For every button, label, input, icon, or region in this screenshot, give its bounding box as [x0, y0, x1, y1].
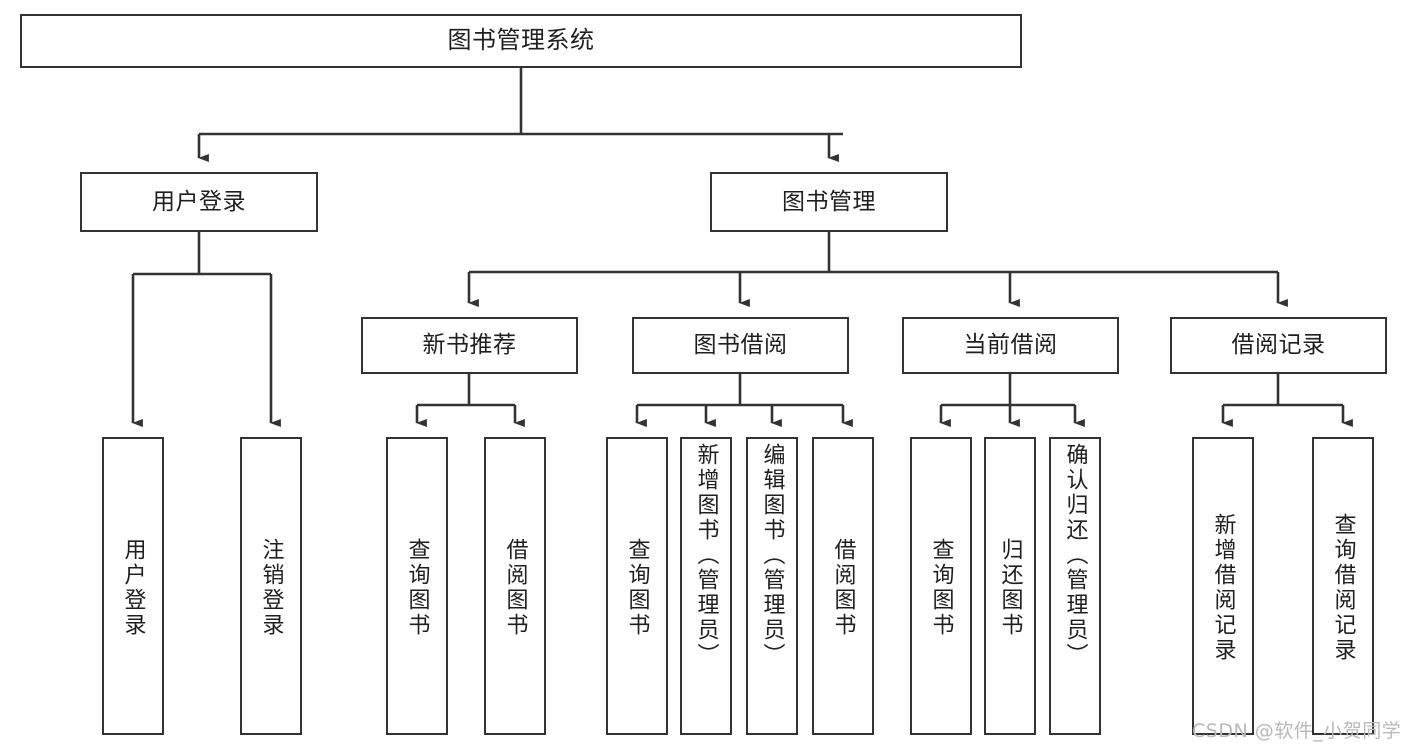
node-leaf-query-book-current[interactable]: 查询图书 — [910, 437, 972, 735]
node-leaf-user-logout-label: 注销登录 — [258, 538, 284, 638]
node-leaf-query-book-borrow[interactable]: 查询图书 — [606, 437, 668, 735]
node-leaf-query-book-rec[interactable]: 查询图书 — [386, 437, 448, 735]
node-leaf-return-book-label: 归还图书 — [997, 538, 1023, 638]
node-leaf-add-borrow-record-label: 新增借阅记录 — [1210, 513, 1236, 663]
node-book-manage-label: 图书管理 — [782, 188, 876, 215]
node-leaf-add-borrow-record[interactable]: 新增借阅记录 — [1192, 437, 1254, 735]
node-current-borrow[interactable]: 当前借阅 — [902, 317, 1119, 374]
node-leaf-edit-book-admin[interactable]: 编辑图书（管理员） — [746, 437, 798, 735]
node-root[interactable]: 图书管理系统 — [20, 14, 1022, 68]
node-leaf-user-login-label: 用户登录 — [120, 538, 146, 638]
node-borrow-record-label: 借阅记录 — [1231, 332, 1326, 359]
node-user-login[interactable]: 用户登录 — [80, 172, 318, 232]
node-new-book-rec-label: 新书推荐 — [422, 332, 517, 359]
node-user-login-label: 用户登录 — [152, 188, 246, 215]
node-leaf-user-login[interactable]: 用户登录 — [102, 437, 164, 735]
node-leaf-query-borrow-record[interactable]: 查询借阅记录 — [1312, 437, 1374, 735]
node-leaf-query-book-rec-label: 查询图书 — [404, 538, 430, 638]
node-leaf-confirm-return-admin-label: 确认归还（管理员） — [1062, 443, 1088, 668]
node-book-borrow-label: 图书借阅 — [693, 332, 788, 359]
node-leaf-user-logout[interactable]: 注销登录 — [240, 437, 302, 735]
node-leaf-borrow-book[interactable]: 借阅图书 — [812, 437, 874, 735]
node-book-manage[interactable]: 图书管理 — [710, 172, 948, 232]
node-leaf-borrow-book-rec-label: 借阅图书 — [502, 538, 528, 638]
node-leaf-query-book-borrow-label: 查询图书 — [624, 538, 650, 638]
node-book-borrow[interactable]: 图书借阅 — [632, 317, 849, 374]
node-borrow-record[interactable]: 借阅记录 — [1170, 317, 1387, 374]
node-leaf-confirm-return-admin[interactable]: 确认归还（管理员） — [1049, 437, 1101, 735]
node-current-borrow-label: 当前借阅 — [963, 332, 1058, 359]
node-leaf-query-borrow-record-label: 查询借阅记录 — [1330, 513, 1356, 663]
node-leaf-borrow-book-rec[interactable]: 借阅图书 — [484, 437, 546, 735]
node-root-label: 图书管理系统 — [447, 26, 595, 55]
node-leaf-add-book-admin-label: 新增图书（管理员） — [693, 443, 719, 668]
node-leaf-query-book-current-label: 查询图书 — [928, 538, 954, 638]
node-leaf-add-book-admin[interactable]: 新增图书（管理员） — [680, 437, 732, 735]
node-leaf-return-book[interactable]: 归还图书 — [984, 437, 1036, 735]
node-new-book-rec[interactable]: 新书推荐 — [361, 317, 578, 374]
node-leaf-edit-book-admin-label: 编辑图书（管理员） — [759, 443, 785, 668]
node-leaf-borrow-book-label: 借阅图书 — [830, 538, 856, 638]
